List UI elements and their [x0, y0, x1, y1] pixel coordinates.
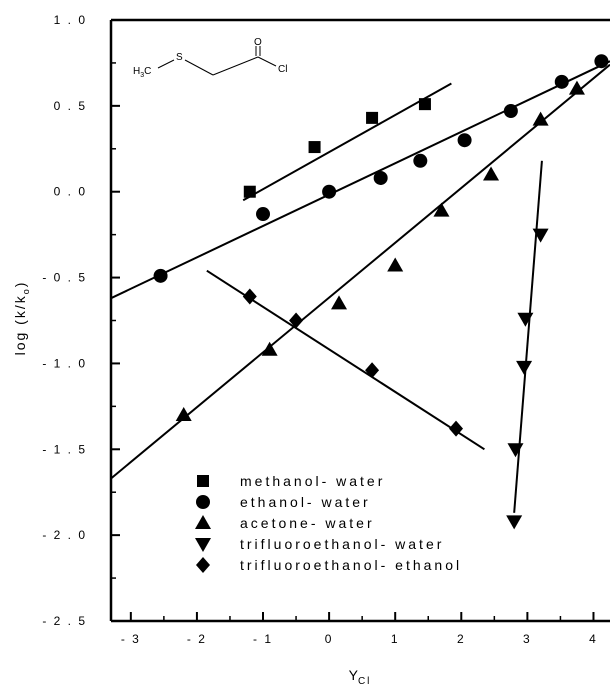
data-point-trifluoroethanol-ethanol [289, 312, 304, 329]
x-axis-title: YCl [349, 667, 372, 687]
legend-marker [197, 475, 209, 487]
x-tick-label: - 1 [253, 632, 273, 646]
structure-sulfur-label: S [176, 52, 183, 63]
data-point-acetone-water [483, 166, 500, 181]
data-point-methanol-water [243, 185, 256, 198]
legend-label: acetone- water [240, 515, 375, 531]
x-tick-label: 2 [457, 632, 466, 646]
y-tick-label: - 1 . 0 [42, 356, 87, 370]
data-point-ethanol-water [373, 170, 388, 185]
data-point-trifluoroethanol-water [532, 228, 549, 243]
data-point-trifluoroethanol-water [507, 443, 524, 458]
data-point-acetone-water [331, 295, 348, 310]
legend-marker [195, 538, 211, 552]
data-point-trifluoroethanol-water [506, 515, 523, 530]
x-tick-label: 3 [523, 632, 532, 646]
y-tick-label: 0 . 5 [54, 99, 87, 113]
y-ticks: 1 . 0 0 . 5 0 . 0 - 0 . 5 - 1 . 0 - 1 . 5 - 2 … [42, 13, 120, 628]
data-point-trifluoroethanol-ethanol [242, 288, 257, 305]
fit-line-methanol-water [242, 82, 452, 202]
x-tick-label: 4 [589, 632, 598, 646]
data-point-ethanol-water [153, 268, 168, 283]
x-tick-label: 1 [391, 632, 400, 646]
y-tick-label: 0 . 0 [54, 185, 87, 199]
legend-label: trifluoroethanol- ethanol [240, 557, 462, 573]
y-tick-label: - 1 . 5 [42, 442, 87, 456]
structure-methyl-label: H3C [133, 66, 151, 79]
data-point-trifluoroethanol-ethanol [449, 420, 464, 437]
legend-label: trifluoroethanol- water [240, 536, 444, 552]
legend-label: methanol- water [240, 473, 385, 489]
y-tick-label: - 2 . 5 [42, 614, 87, 628]
data-point-trifluoroethanol-water [516, 360, 533, 375]
structure-oxygen-label: O [254, 37, 262, 48]
data-point-ethanol-water [503, 104, 518, 119]
y-tick-label: - 0 . 5 [42, 271, 87, 285]
y-tick-label: 1 . 0 [54, 13, 87, 27]
legend-marker [196, 495, 210, 509]
structure-bond [184, 59, 214, 76]
data-point-acetone-water [433, 202, 450, 217]
data-point-ethanol-water [594, 54, 609, 69]
x-tick-label: 0 [325, 632, 334, 646]
data-point-methanol-water [418, 98, 431, 111]
data-point-trifluoroethanol-ethanol [365, 362, 380, 379]
structure-chlorine-label: Cl [278, 64, 287, 75]
chemical-structure: H3C S O Cl [133, 37, 287, 79]
x-tick-label: - 2 [187, 632, 207, 646]
data-point-methanol-water [308, 141, 321, 154]
data-point-ethanol-water [256, 207, 271, 222]
data-point-acetone-water [175, 406, 192, 421]
legend-marker [196, 557, 210, 573]
data-point-acetone-water [387, 257, 404, 272]
fit-line-acetone-water [110, 63, 610, 480]
legend-marker [195, 515, 211, 529]
data-point-acetone-water [568, 80, 585, 95]
legend: methanol- water ethanol- water acetone- wa… [195, 473, 462, 573]
data-point-ethanol-water [322, 184, 337, 199]
data-point-ethanol-water [457, 133, 472, 148]
data-point-trifluoroethanol-water [517, 312, 534, 327]
fit-lines [110, 60, 610, 513]
y-tick-label: - 2 . 0 [42, 528, 87, 542]
legend-label: ethanol- water [240, 494, 371, 510]
markers [153, 54, 609, 530]
data-point-acetone-water [261, 341, 278, 356]
structure-bond [212, 56, 259, 76]
fit-line-trifluoroethanol-water [513, 160, 543, 513]
fit-line-ethanol-water [110, 60, 610, 300]
data-point-acetone-water [532, 111, 549, 126]
data-point-methanol-water [366, 111, 379, 124]
structure-bond [257, 56, 277, 67]
x-tick-label: - 3 [121, 632, 141, 646]
data-point-ethanol-water [554, 74, 569, 89]
data-point-ethanol-water [413, 153, 428, 168]
x-ticks: - 3 - 2 - 1 0 1 2 3 4 [121, 612, 598, 646]
structure-bond [157, 59, 175, 69]
y-axis-title: log (k/ko) [12, 281, 31, 356]
